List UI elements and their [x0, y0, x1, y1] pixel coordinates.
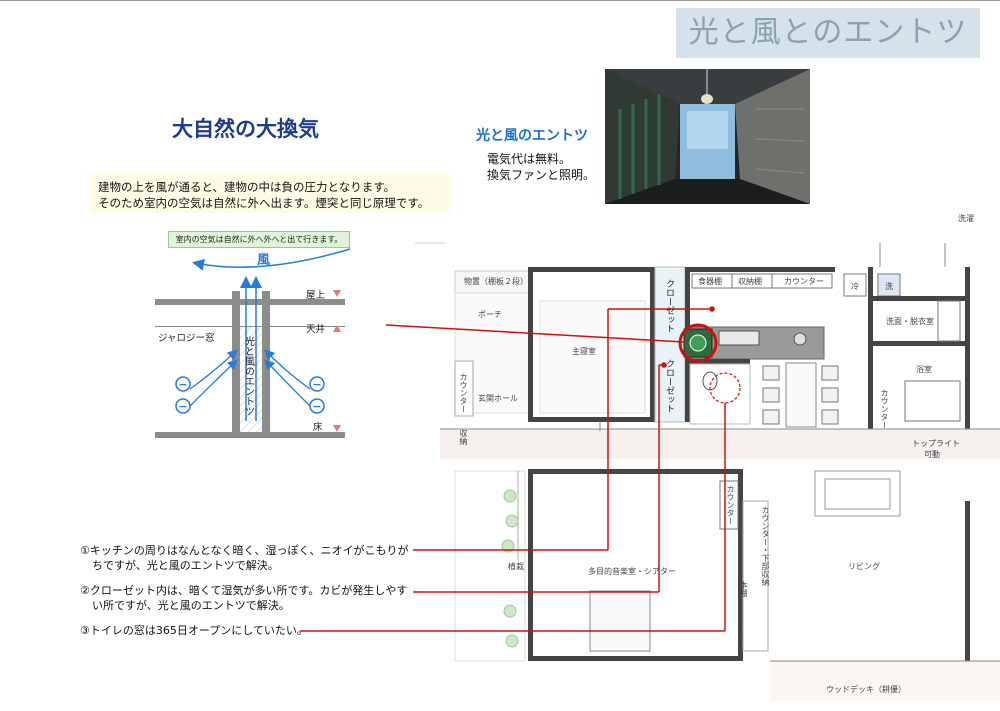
callout-lines	[300, 306, 741, 632]
minus-sign: −	[178, 378, 187, 391]
room-label: 冷	[851, 282, 859, 291]
room-label: カウンター	[784, 277, 824, 286]
room-label: 収納	[459, 429, 468, 445]
principle-note: 建物の上を風が通ると、建物の中は負の圧力となります。 そのため室内の空気は自然に…	[90, 173, 450, 213]
chimney-vertical-label: 光と風のエントツ	[243, 335, 255, 416]
skylight-photo-icon	[605, 69, 810, 204]
issue-line: ちですが、光と風のエントツで解決。	[92, 559, 279, 572]
ventilation-heading: 大自然の大換気	[172, 117, 319, 141]
room-label: 食器棚	[698, 277, 722, 286]
chimney-note-line: 電気代は無料。	[487, 152, 572, 166]
room-label: クローゼット	[664, 279, 674, 333]
room-label: カウンター・下部収納	[761, 506, 770, 586]
minus-sign: −	[312, 378, 321, 391]
principle-line: そのため室内の空気は自然に外へ出ます。煙突と同じ原理です。	[98, 196, 430, 210]
room-label: 可動	[924, 450, 940, 459]
room-label: 浴室	[916, 365, 932, 374]
level-label-roof: 屋上	[306, 290, 326, 301]
issue-toilet: ③トイレの窓は365日オープンにしていたい。	[80, 623, 308, 638]
room-label: カウンター	[459, 373, 468, 413]
principle-line: 建物の上を風が通ると、建物の中は負の圧力となります。	[98, 180, 396, 194]
room-label: ポーチ	[478, 310, 502, 319]
plant-icon	[501, 489, 519, 648]
room-label: 主寝室	[572, 347, 596, 356]
issue-kitchen: ①キッチンの周りはなんとなく暗く、湿っぽく、ニオイがこもりが ちですが、光と風の…	[80, 543, 409, 573]
issue-line: ②クローゼット内は、暗くて湿気が多い所です。カビが発生しやす	[80, 584, 408, 597]
title-banner: 光と風とのエントツ	[676, 8, 980, 58]
diagram-caption: 室内の空気は自然に外へ外へと出て行きます。	[168, 231, 350, 248]
room-label: カウンター	[880, 389, 889, 429]
wind-label: 風	[257, 253, 270, 268]
room-label: 洗	[885, 282, 893, 291]
page-title: 光と風とのエントツ	[688, 15, 968, 50]
room-label: 植栽	[508, 562, 524, 571]
skylight-photo	[605, 69, 810, 204]
room-label: 物置（棚板２段）	[464, 277, 528, 286]
chimney-note-line: 換気ファンと照明。	[487, 168, 596, 182]
issue-line: ③トイレの窓は365日オープンにしていたい。	[80, 624, 308, 637]
minus-sign: −	[312, 400, 321, 413]
room-label: ウッドデッキ（耕優）	[826, 685, 906, 694]
room-label: トップライト	[912, 439, 960, 448]
ventilation-diagram: − − − − 風 屋上 天井 床 ジャロジー窓 光と風のエントツ	[155, 248, 351, 438]
room-label: 本棚	[739, 581, 748, 597]
room-label: クローゼット	[664, 359, 674, 413]
room-label: 収納棚	[738, 277, 762, 286]
room-label: 玄関ホール	[478, 394, 518, 403]
issue-line: い所ですが、光と風のエントツで解決。	[92, 599, 290, 612]
negative-pressure-icon	[175, 376, 325, 414]
room-label: 洗濯	[958, 214, 974, 223]
room-label: 多目的音楽室・シアター	[588, 567, 676, 576]
level-label-ceiling: 天井	[306, 323, 325, 335]
room-label: 洗面・脱衣室	[886, 317, 934, 326]
room-label: リビング	[848, 562, 880, 571]
jalousie-window-label: ジャロジー窓	[158, 332, 215, 344]
issue-line: ①キッチンの周りはなんとなく暗く、湿っぽく、ニオイがこもりが	[80, 544, 409, 557]
chimney-note-heading: 光と風のエントツ	[476, 128, 588, 144]
issue-closet: ②クローゼット内は、暗くて湿気が多い所です。カビが発生しやす い所ですが、光と風…	[80, 583, 407, 613]
room-label: カウンター	[726, 485, 735, 525]
floor-plan	[415, 242, 1000, 701]
level-label-floor: 床	[313, 421, 323, 433]
minus-sign: −	[178, 400, 187, 413]
